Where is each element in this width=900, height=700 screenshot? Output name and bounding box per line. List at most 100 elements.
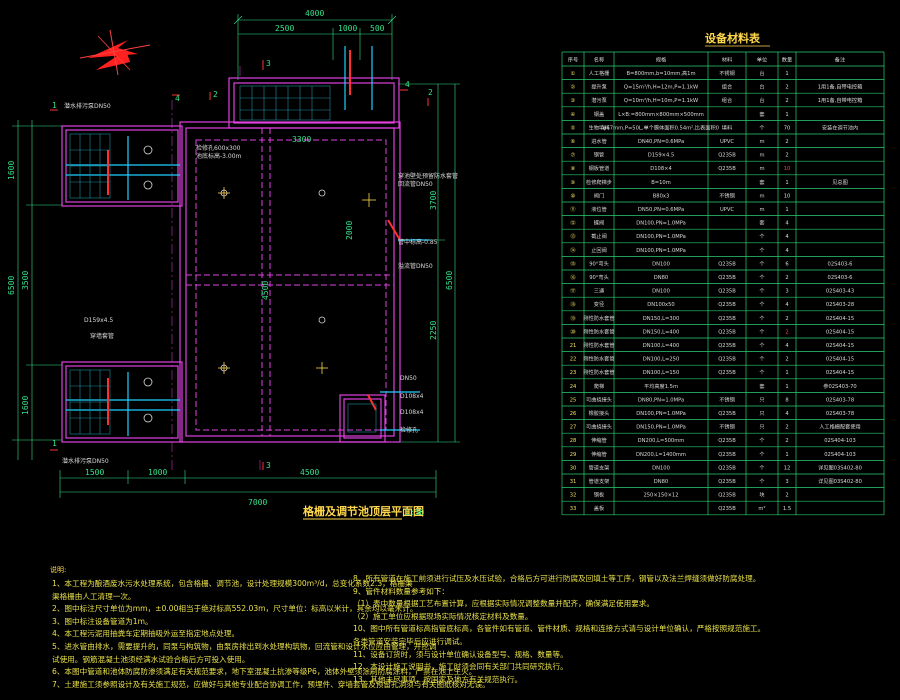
table-cell: D108×4 bbox=[650, 166, 672, 172]
table-cell: 平均高度1.5m bbox=[644, 382, 678, 390]
dim-left-1600a: 1600 bbox=[7, 161, 16, 180]
note-line: 13、其他未尽事项，按国家及地方有关规范执行。 bbox=[353, 674, 523, 684]
plan-title: 格栅及调节池顶层平面图 bbox=[303, 504, 424, 518]
dim-left-3500: 3500 bbox=[21, 271, 30, 290]
table-cell: 只 bbox=[759, 424, 764, 431]
table-title: 设备材料表 bbox=[705, 31, 761, 45]
table-cell: DN150,L=300 bbox=[643, 316, 680, 322]
label-pipe-left2: 穿墙套管 bbox=[90, 332, 114, 340]
dim-inner-4500: 4500 bbox=[261, 281, 270, 300]
note-line: 2、图中标注尺寸单位为mm，±0.00相当于绝对标高552.03m，尺寸单位：标… bbox=[52, 604, 418, 614]
table-cell: DN80,PN=1.0MPa bbox=[638, 397, 684, 403]
beams bbox=[186, 128, 394, 436]
table-cell: 2 bbox=[785, 438, 788, 444]
pump-icons bbox=[143, 145, 326, 423]
notes-left-column: 1、本工程为酿酒废水污水处理系统，包含格栅、调节池，设计处理规模300m³/d，… bbox=[52, 578, 490, 691]
section-mark-1-bottom: 1 bbox=[52, 439, 57, 448]
table-cell: 2 bbox=[785, 316, 788, 322]
table-cell: Q235B bbox=[718, 153, 736, 159]
table-cell: m bbox=[759, 193, 764, 199]
table-cell: 盖板 bbox=[594, 504, 605, 512]
table-cell: ⑳ bbox=[570, 327, 575, 335]
table-cell: ⑧ bbox=[571, 166, 576, 172]
table-cell: 4 bbox=[785, 343, 789, 349]
table-header-cell: 材料 bbox=[722, 56, 732, 64]
table-cell: 个 bbox=[759, 451, 765, 458]
valve-markers bbox=[107, 50, 401, 425]
table-cell: 1 bbox=[785, 71, 788, 77]
table-cell: 刚性防水套管 bbox=[583, 368, 614, 376]
section-mark-2-right: 2 bbox=[428, 88, 433, 97]
table-cell: DN200,L=1400mm bbox=[636, 452, 686, 458]
table-cell: DN100,L=250 bbox=[643, 357, 680, 363]
note-line: 4、本工程污泥用抽粪车定期抽吸外运至指定地点处理。 bbox=[52, 629, 240, 639]
table-header-cell: 数量 bbox=[782, 56, 792, 64]
note-line: 11、设备订货时，须与设计单位确认设备型号、规格、数量等。 bbox=[353, 649, 568, 659]
table-cell: Q=15m³/h,H=12m,P=1.1kW bbox=[624, 85, 698, 91]
note-line: 各类管道安装完毕后应进行调试。 bbox=[353, 636, 467, 646]
table-cell: ⑫ bbox=[570, 219, 575, 227]
table-cell: 管道支架 bbox=[589, 477, 610, 485]
table-cell: 刚性防水套管 bbox=[583, 341, 614, 349]
table-cell: ⑲ bbox=[570, 314, 575, 322]
table-cell: 只 bbox=[759, 396, 764, 403]
table-cell: ⑭ bbox=[570, 246, 575, 254]
table-cell: 套 bbox=[759, 178, 765, 186]
table-cell: ⑤ bbox=[571, 125, 576, 131]
notes-title: 说明: bbox=[50, 566, 67, 574]
table-cell: DN150,PN=1.0MPa bbox=[636, 425, 686, 431]
table-cell: m bbox=[759, 207, 764, 213]
table-cell: 1 bbox=[785, 370, 788, 376]
table-cell: 个 bbox=[759, 288, 765, 295]
table-cell: Q235B bbox=[718, 452, 736, 458]
table-header-cell: 规格 bbox=[656, 56, 667, 64]
centerlines bbox=[171, 66, 261, 472]
label-overflow: 溢流管DN50 bbox=[398, 262, 433, 270]
table-cell: Q235B bbox=[718, 493, 736, 499]
table-cell: 30 bbox=[570, 465, 577, 471]
table-cell: 02S404-15 bbox=[826, 329, 854, 335]
table-cell: 3 bbox=[785, 289, 788, 295]
table-cell: 爬梯 bbox=[594, 382, 604, 390]
table-cell: 个 bbox=[759, 301, 765, 308]
table-cell: DN100x50 bbox=[647, 302, 674, 308]
table-cell: 伸缩管 bbox=[591, 450, 607, 458]
table-cell: 台 bbox=[759, 69, 764, 77]
table-cell: 10 bbox=[784, 166, 791, 172]
table-cell: 提升泵 bbox=[591, 83, 607, 91]
table-cell: 参02S403-70 bbox=[823, 382, 856, 390]
table-cell: 02S403-78 bbox=[826, 397, 854, 403]
table-cell: 02S403-28 bbox=[826, 302, 854, 308]
table-cell: 28 bbox=[570, 438, 577, 444]
table-cell: Q235B bbox=[718, 438, 736, 444]
table-cell: 25 bbox=[570, 397, 577, 403]
table-cell: 蝶阀 bbox=[594, 219, 604, 227]
table-cell: 组合 bbox=[722, 83, 733, 91]
table-cell: 02S404-15 bbox=[826, 357, 854, 363]
table-cell: ⑬ bbox=[570, 232, 575, 240]
table-cell: Q235B bbox=[718, 166, 736, 172]
note-line: 9、管件材料数量参考如下： bbox=[353, 586, 449, 596]
table-cell: 8 bbox=[785, 397, 788, 403]
dim-bottom-4500: 4500 bbox=[300, 468, 319, 477]
table-cell: 27 bbox=[570, 425, 577, 431]
table-cell: 变径 bbox=[594, 300, 604, 308]
note-line: 10、图中所有管道标高指管底标高，各管件如有管道、管件材质、规格和连接方式请与设… bbox=[353, 624, 766, 634]
table-cell: Q235B bbox=[718, 465, 736, 471]
label-pump-top: 潜水排污泵DN50 bbox=[64, 102, 111, 110]
table-cell: Q235B bbox=[718, 357, 736, 363]
table-cell: 套 bbox=[759, 382, 765, 390]
table-cell: 检修爬梯步 bbox=[586, 178, 612, 186]
dim-right-2250: 2250 bbox=[429, 321, 438, 340]
table-cell: 个 bbox=[759, 342, 765, 349]
table-cell: 02S403-6 bbox=[828, 275, 853, 281]
table-cell: Q235B bbox=[718, 289, 736, 295]
table-cell: 人工格栅配套使用 bbox=[819, 423, 861, 431]
note-line: 3、图中标注设备管道为1m。 bbox=[52, 616, 153, 626]
table-cell: Q235B bbox=[718, 411, 736, 417]
table-cell: ⑪ bbox=[570, 205, 575, 213]
table-cell: 可曲挠接头 bbox=[586, 395, 612, 403]
table-cell: 人工格栅 bbox=[589, 69, 610, 77]
table-cell: DN150,L=400 bbox=[643, 329, 680, 335]
